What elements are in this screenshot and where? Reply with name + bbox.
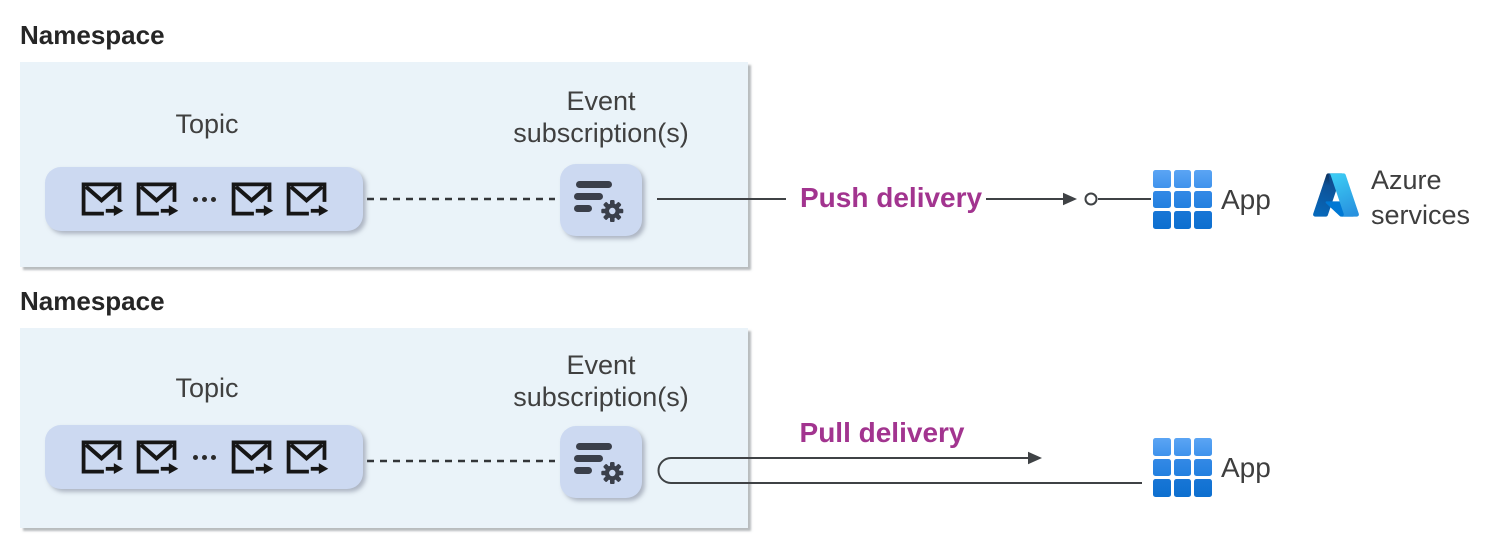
push-arrowhead-icon (1063, 192, 1077, 206)
pull-app-grid-icon (1153, 438, 1212, 497)
push-topic-pill (45, 167, 363, 231)
push-subscription-label: Event subscription(s) (513, 86, 689, 148)
ellipsis-dots-icon (192, 454, 216, 460)
pull-namespace-title: Namespace (20, 286, 165, 316)
pull-topic-label: Topic (175, 373, 239, 403)
event-message-icon (231, 182, 273, 216)
event-message-icon (231, 440, 273, 474)
pull-arrowhead-icon (1028, 451, 1042, 465)
pull-app-label: App (1221, 452, 1271, 483)
push-endpoint-circle-icon (1084, 192, 1098, 206)
pull-delivery-label: Pull delivery (799, 417, 965, 448)
pull-event-subscription-filter-icon (560, 426, 642, 498)
event-message-icon (81, 440, 123, 474)
azure-logo-icon (1311, 168, 1361, 227)
event-message-icon (136, 440, 178, 474)
pull-topic-pill (45, 425, 363, 489)
push-namespace-title: Namespace (20, 20, 165, 50)
push-topic-label: Topic (175, 109, 239, 139)
event-message-icon (81, 182, 123, 216)
event-message-icon (286, 440, 328, 474)
event-message-icon (286, 182, 328, 216)
push-delivery-label: Push delivery (800, 182, 983, 213)
push-app-grid-icon (1153, 170, 1212, 229)
push-event-subscription-filter-icon (560, 164, 642, 236)
event-message-icon (136, 182, 178, 216)
azure-services-label: Azure services (1371, 165, 1471, 230)
pull-subscription-label: Event subscription(s) (513, 350, 689, 412)
ellipsis-dots-icon (192, 196, 216, 202)
push-app-label: App (1221, 184, 1271, 215)
